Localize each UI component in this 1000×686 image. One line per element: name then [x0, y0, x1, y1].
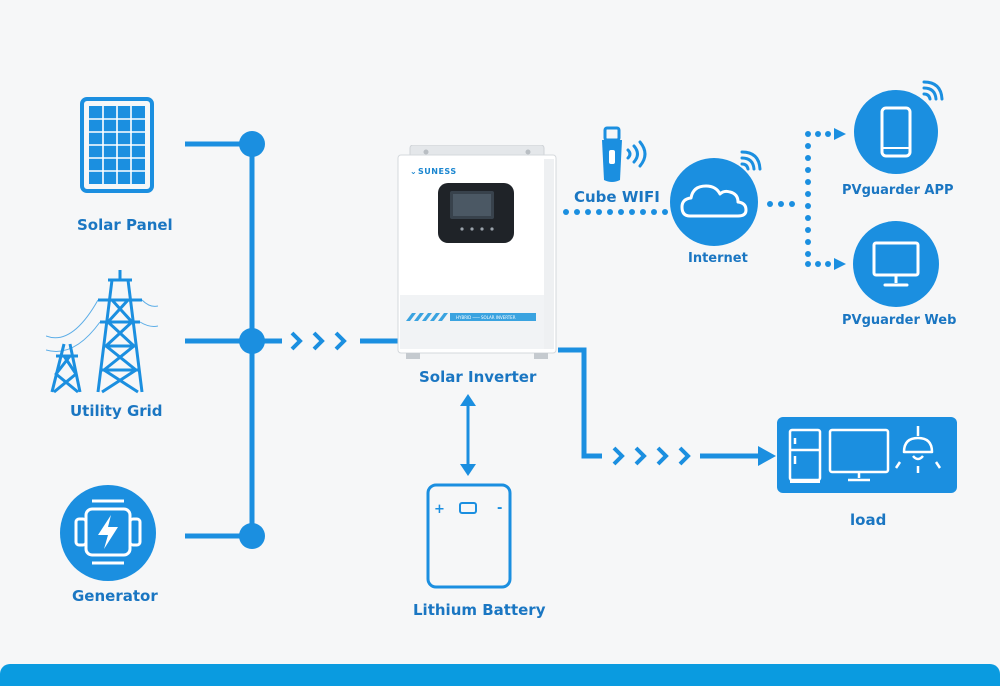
chevron — [656, 446, 669, 466]
dotted-link — [629, 209, 635, 215]
dotted-link — [767, 201, 773, 207]
generator-label: Generator — [72, 587, 158, 605]
dotted-link — [585, 209, 591, 215]
solar-panel-label: Solar Panel — [77, 216, 173, 234]
chevron — [612, 446, 625, 466]
dotted-link — [789, 201, 795, 207]
dotted-link — [825, 261, 831, 267]
dotted-link — [607, 209, 613, 215]
dotted-link — [805, 143, 811, 149]
dotted-link — [596, 209, 602, 215]
battery-arrowhead-down — [460, 464, 476, 476]
transmission-tower-icon — [46, 270, 158, 394]
dotted-link — [640, 209, 646, 215]
utility-grid-label: Utility Grid — [70, 402, 163, 420]
pvguarder-app-label: PVguarder APP — [842, 183, 954, 198]
battery-plus: + — [434, 502, 445, 517]
smartphone-icon — [854, 80, 944, 174]
dotted-link — [805, 131, 811, 137]
dotted-link — [805, 203, 811, 209]
chevron — [678, 446, 691, 466]
dotted-link — [563, 209, 569, 215]
inverter-brand: SUNESS — [418, 167, 457, 176]
wifi-dongle-icon — [602, 126, 647, 182]
dotted-link — [815, 131, 821, 137]
generator-icon — [60, 485, 156, 581]
chevron — [334, 331, 347, 351]
dotted-link — [805, 179, 811, 185]
dotted-link — [805, 251, 811, 257]
dotted-link — [662, 209, 668, 215]
dotted-link — [825, 131, 831, 137]
junction-dot — [239, 523, 265, 549]
internet-label: Internet — [688, 251, 748, 266]
battery-arrowhead-up — [460, 394, 476, 406]
home-appliances-icon — [777, 417, 957, 493]
cloud-icon — [670, 150, 762, 246]
dotted-link — [805, 155, 811, 161]
solar-panel-icon — [80, 97, 154, 193]
dotted-link — [574, 209, 580, 215]
lithium-battery-label: Lithium Battery — [413, 601, 546, 619]
dotted-link — [651, 209, 657, 215]
dotted-link — [805, 239, 811, 245]
dotted-link — [805, 215, 811, 221]
chevron — [312, 331, 325, 351]
bottom-bar — [0, 664, 1000, 686]
dotted-link — [805, 191, 811, 197]
battery-minus: - — [497, 501, 502, 516]
dotted-link — [815, 261, 821, 267]
monitor-icon — [853, 221, 939, 307]
dotted-link — [778, 201, 784, 207]
solar-inverter-image: HYBRID ─── SOLAR INVERTER ⌄ SUNESS — [397, 145, 557, 359]
dotted-link — [805, 167, 811, 173]
dotted-link — [805, 261, 811, 267]
load-arrowhead — [758, 446, 776, 466]
junction-dot — [239, 131, 265, 157]
lithium-battery-icon: + - — [426, 483, 512, 589]
load-label: load — [850, 511, 887, 529]
cube-wifi-label: Cube WIFI — [574, 188, 660, 206]
svg-text:⌄: ⌄ — [410, 167, 417, 176]
chevron — [634, 446, 647, 466]
inverter-to-load-line — [558, 347, 602, 459]
dotted-link — [805, 227, 811, 233]
inverter-stripe-text: HYBRID ─── SOLAR INVERTER — [456, 315, 516, 320]
app-arrowhead — [834, 128, 846, 140]
pvguarder-web-label: PVguarder Web — [842, 313, 957, 328]
web-arrowhead — [834, 258, 846, 270]
dotted-link — [618, 209, 624, 215]
solar-inverter-label: Solar Inverter — [419, 368, 537, 386]
chevron — [290, 331, 303, 351]
junction-dot — [239, 328, 265, 354]
